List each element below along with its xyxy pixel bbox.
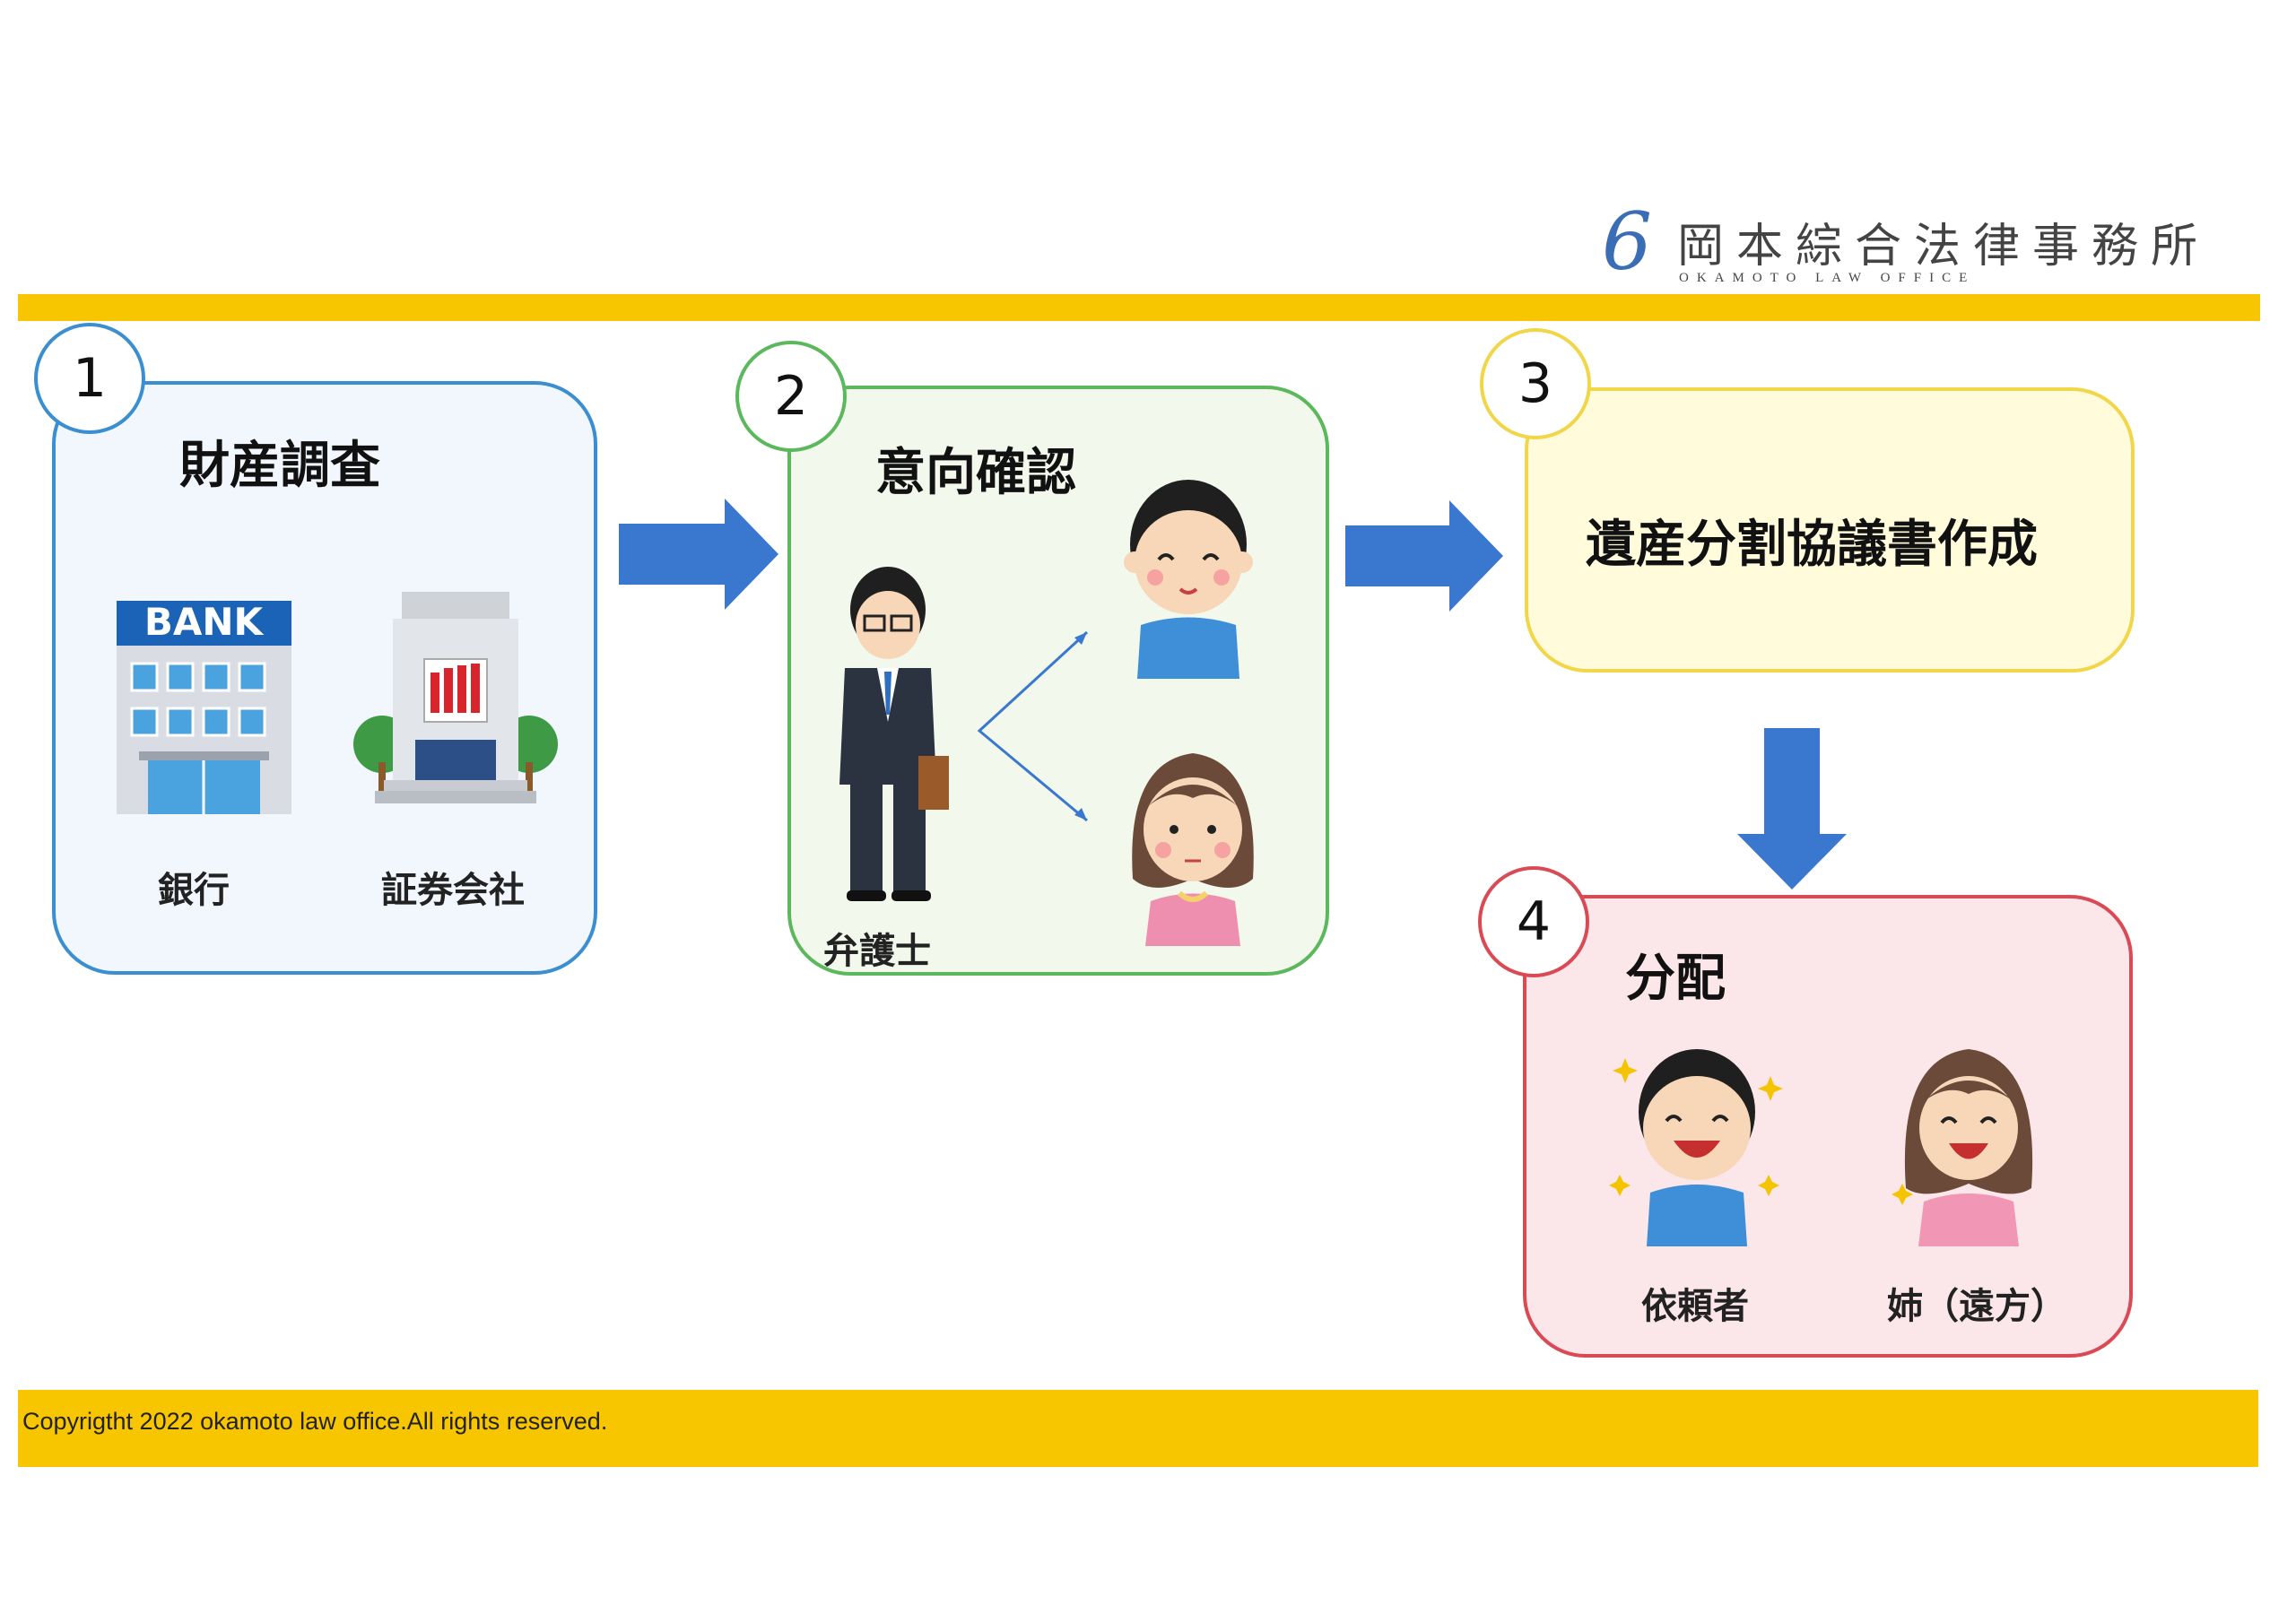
step-2-title: 意向確認 <box>875 444 1076 502</box>
step-2-number: 2 <box>735 341 847 452</box>
happy-man-icon <box>1609 1049 1783 1246</box>
bank-label: 銀行 <box>158 870 230 911</box>
arrow-down <box>1737 728 1847 890</box>
branch-arrows <box>977 630 1089 822</box>
footer-bar <box>18 1390 2258 1467</box>
bank-sign-text: BANK <box>144 600 265 644</box>
step-4-number: 4 <box>1478 866 1589 977</box>
woman-icon <box>1132 753 1254 946</box>
step-4-box <box>1523 895 2133 1358</box>
happy-woman-icon <box>1892 1049 2033 1246</box>
arrow-right-1 <box>619 499 778 610</box>
lawyer-label: 弁護士 <box>823 931 931 972</box>
step-3-number: 3 <box>1480 328 1591 439</box>
top-accent-bar <box>18 294 2260 321</box>
step-1-title: 財産調査 <box>179 437 380 495</box>
step-3-title: 遺産分割協議書作成 <box>1586 516 2038 574</box>
arrow-right-2 <box>1345 500 1503 612</box>
securities-building-icon <box>353 592 558 803</box>
step-1-number: 1 <box>34 323 145 434</box>
securities-label: 証券会社 <box>381 870 525 911</box>
step-3-box <box>1525 387 2135 673</box>
copyright-text: Copyrigtht 2022 okamoto law office.All r… <box>22 1408 608 1435</box>
firm-name-en: OKAMOTO LAW OFFICE <box>1679 271 1976 285</box>
logo-mark: 6 <box>1602 195 1652 288</box>
step-4-title: 分配 <box>1625 950 1726 1008</box>
client-label: 依頼者 <box>1641 1286 1749 1327</box>
sister-label: 姉（遠方） <box>1887 1286 2066 1327</box>
lawyer-icon <box>839 567 949 901</box>
firm-name: 岡本綜合法律事務所 <box>1677 220 2211 273</box>
bank-building-icon: BANK <box>117 600 291 814</box>
man-icon <box>1124 480 1253 679</box>
